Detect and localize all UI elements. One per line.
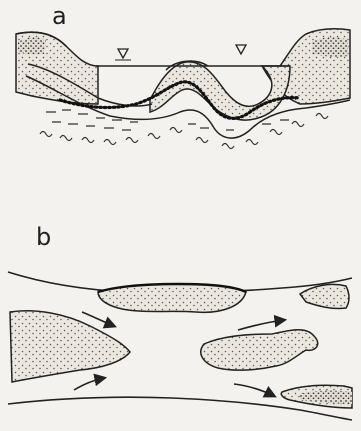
panel-b-label: b — [36, 223, 51, 251]
water-level-marker-left — [118, 49, 128, 58]
flow-arrow-lower-right — [234, 384, 274, 396]
braid-bar-upper-right — [300, 284, 349, 308]
braid-bar-left — [10, 311, 130, 382]
right-bank-dense-cap — [312, 37, 348, 57]
braid-bar-center-right — [201, 330, 318, 370]
panel-b: b — [8, 223, 352, 420]
flow-arrow-lower-left — [74, 378, 104, 390]
left-bank-dense-cap — [18, 37, 46, 55]
flow-arrow-upper-right — [238, 320, 284, 330]
central-bar — [150, 62, 290, 120]
panel-a: a — [16, 2, 350, 149]
bedrock-marks — [40, 114, 328, 149]
panel-a-label: a — [52, 2, 67, 30]
water-level-marker-right — [236, 45, 246, 54]
